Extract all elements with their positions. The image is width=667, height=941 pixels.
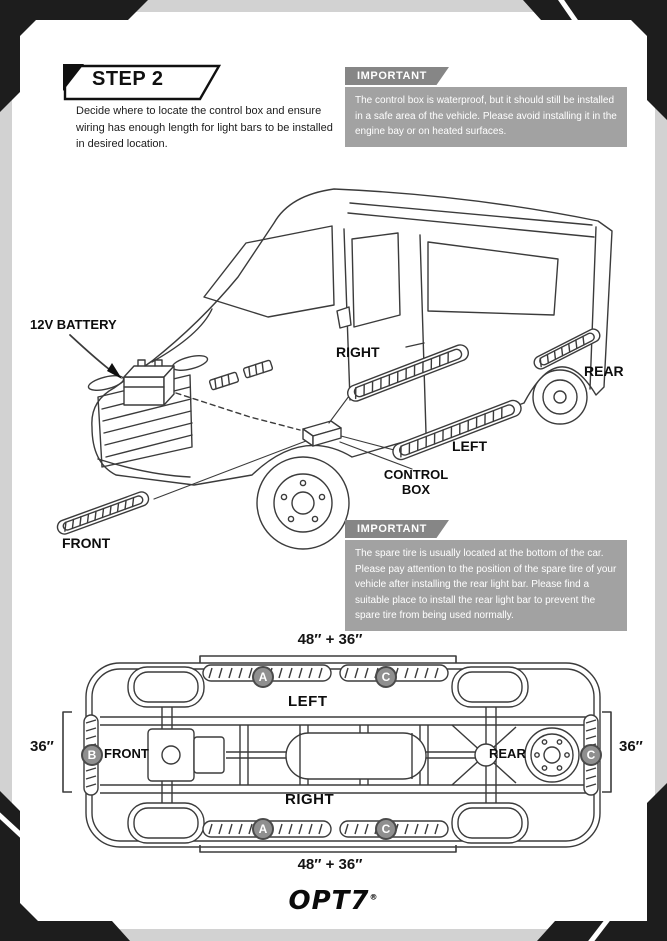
step-title-frame (63, 64, 222, 101)
van-line-art (56, 188, 613, 550)
battery-arrow (107, 363, 122, 379)
door-window (351, 232, 401, 328)
wire-dashed (175, 392, 301, 431)
chassis-front-label: FRONT (104, 746, 149, 761)
step-description: Decide where to locate the control box a… (76, 105, 333, 150)
right-side-label: RIGHT (336, 344, 380, 360)
front-light-bar (56, 491, 150, 535)
left-light-bar (392, 399, 522, 461)
windshield (203, 225, 335, 318)
corner-decoration-bottom-right (537, 783, 667, 941)
hood-vent (242, 359, 274, 379)
van-front-wheel (256, 456, 350, 550)
important-bottom-text: The spare tire is usually located at the… (345, 540, 627, 631)
fuel-tank (285, 732, 427, 780)
bottom-dimension-label: 48″ + 36″ (297, 856, 363, 873)
tire (127, 666, 205, 708)
chassis-rear-label: REAR (489, 746, 526, 761)
dimension-bracket-bottom (199, 845, 457, 853)
frame-rails (100, 716, 592, 794)
control-box-pointer (339, 441, 413, 470)
right-dimension-label: 36″ (619, 738, 643, 755)
tire (451, 802, 529, 844)
brand-registered-mark: ® (369, 892, 379, 902)
battery (123, 359, 175, 406)
marker-c-right-bar: C (375, 818, 397, 840)
corner-decoration-bottom-left (0, 791, 130, 941)
left-side-label: LEFT (452, 438, 487, 454)
tire (451, 666, 529, 708)
marker-a-left-bar: A (252, 666, 274, 688)
important-note-top: IMPORTANT The control box is waterproof,… (345, 66, 627, 147)
engine (147, 728, 225, 782)
corner-decoration-top-left (0, 0, 148, 112)
step-title: STEP 2 (92, 68, 164, 90)
brand-text: OPT7 (288, 886, 370, 916)
spare-tire (524, 727, 580, 783)
marker-c-left-bar: C (375, 666, 397, 688)
left-dimension-label: 36″ (30, 738, 54, 755)
van-rear-wheel (532, 369, 588, 425)
important-top-label: IMPORTANT (345, 67, 449, 85)
battery-label: 12V BATTERY (30, 317, 117, 332)
dimension-bracket-right (602, 711, 612, 793)
differential (474, 743, 498, 767)
rear-light-bar (533, 328, 601, 370)
control-box-label: CONTROL BOX (383, 467, 449, 497)
top-dimension-label: 48″ + 36″ (297, 631, 363, 648)
rear-side-label: REAR (584, 363, 624, 379)
marker-b-front-bar: B (81, 744, 103, 766)
important-note-bottom: IMPORTANT The spare tire is usually loca… (345, 519, 627, 631)
chassis-right-label: RIGHT (285, 791, 335, 808)
dimension-bracket-top (199, 655, 457, 663)
right-light-bar (347, 344, 469, 402)
chassis-line-art (62, 655, 612, 853)
tire (127, 802, 205, 844)
corner-decoration-top-right (523, 0, 667, 120)
chassis-left-label: LEFT (288, 693, 328, 710)
battery-arrow-line (69, 334, 115, 374)
side-mirror (336, 306, 352, 329)
van-body (91, 188, 613, 486)
control-box (302, 420, 342, 447)
dimension-bracket-left (62, 711, 72, 793)
important-bottom-label: IMPORTANT (345, 520, 449, 538)
front-side-label: FRONT (62, 535, 111, 551)
important-top-text: The control box is waterproof, but it sh… (345, 87, 627, 147)
marker-c-rear-bar: C (580, 744, 602, 766)
side-window (427, 241, 559, 316)
brand-logo: OPT7® (0, 886, 667, 916)
marker-a-right-bar: A (252, 818, 274, 840)
hood-vent (208, 371, 240, 391)
